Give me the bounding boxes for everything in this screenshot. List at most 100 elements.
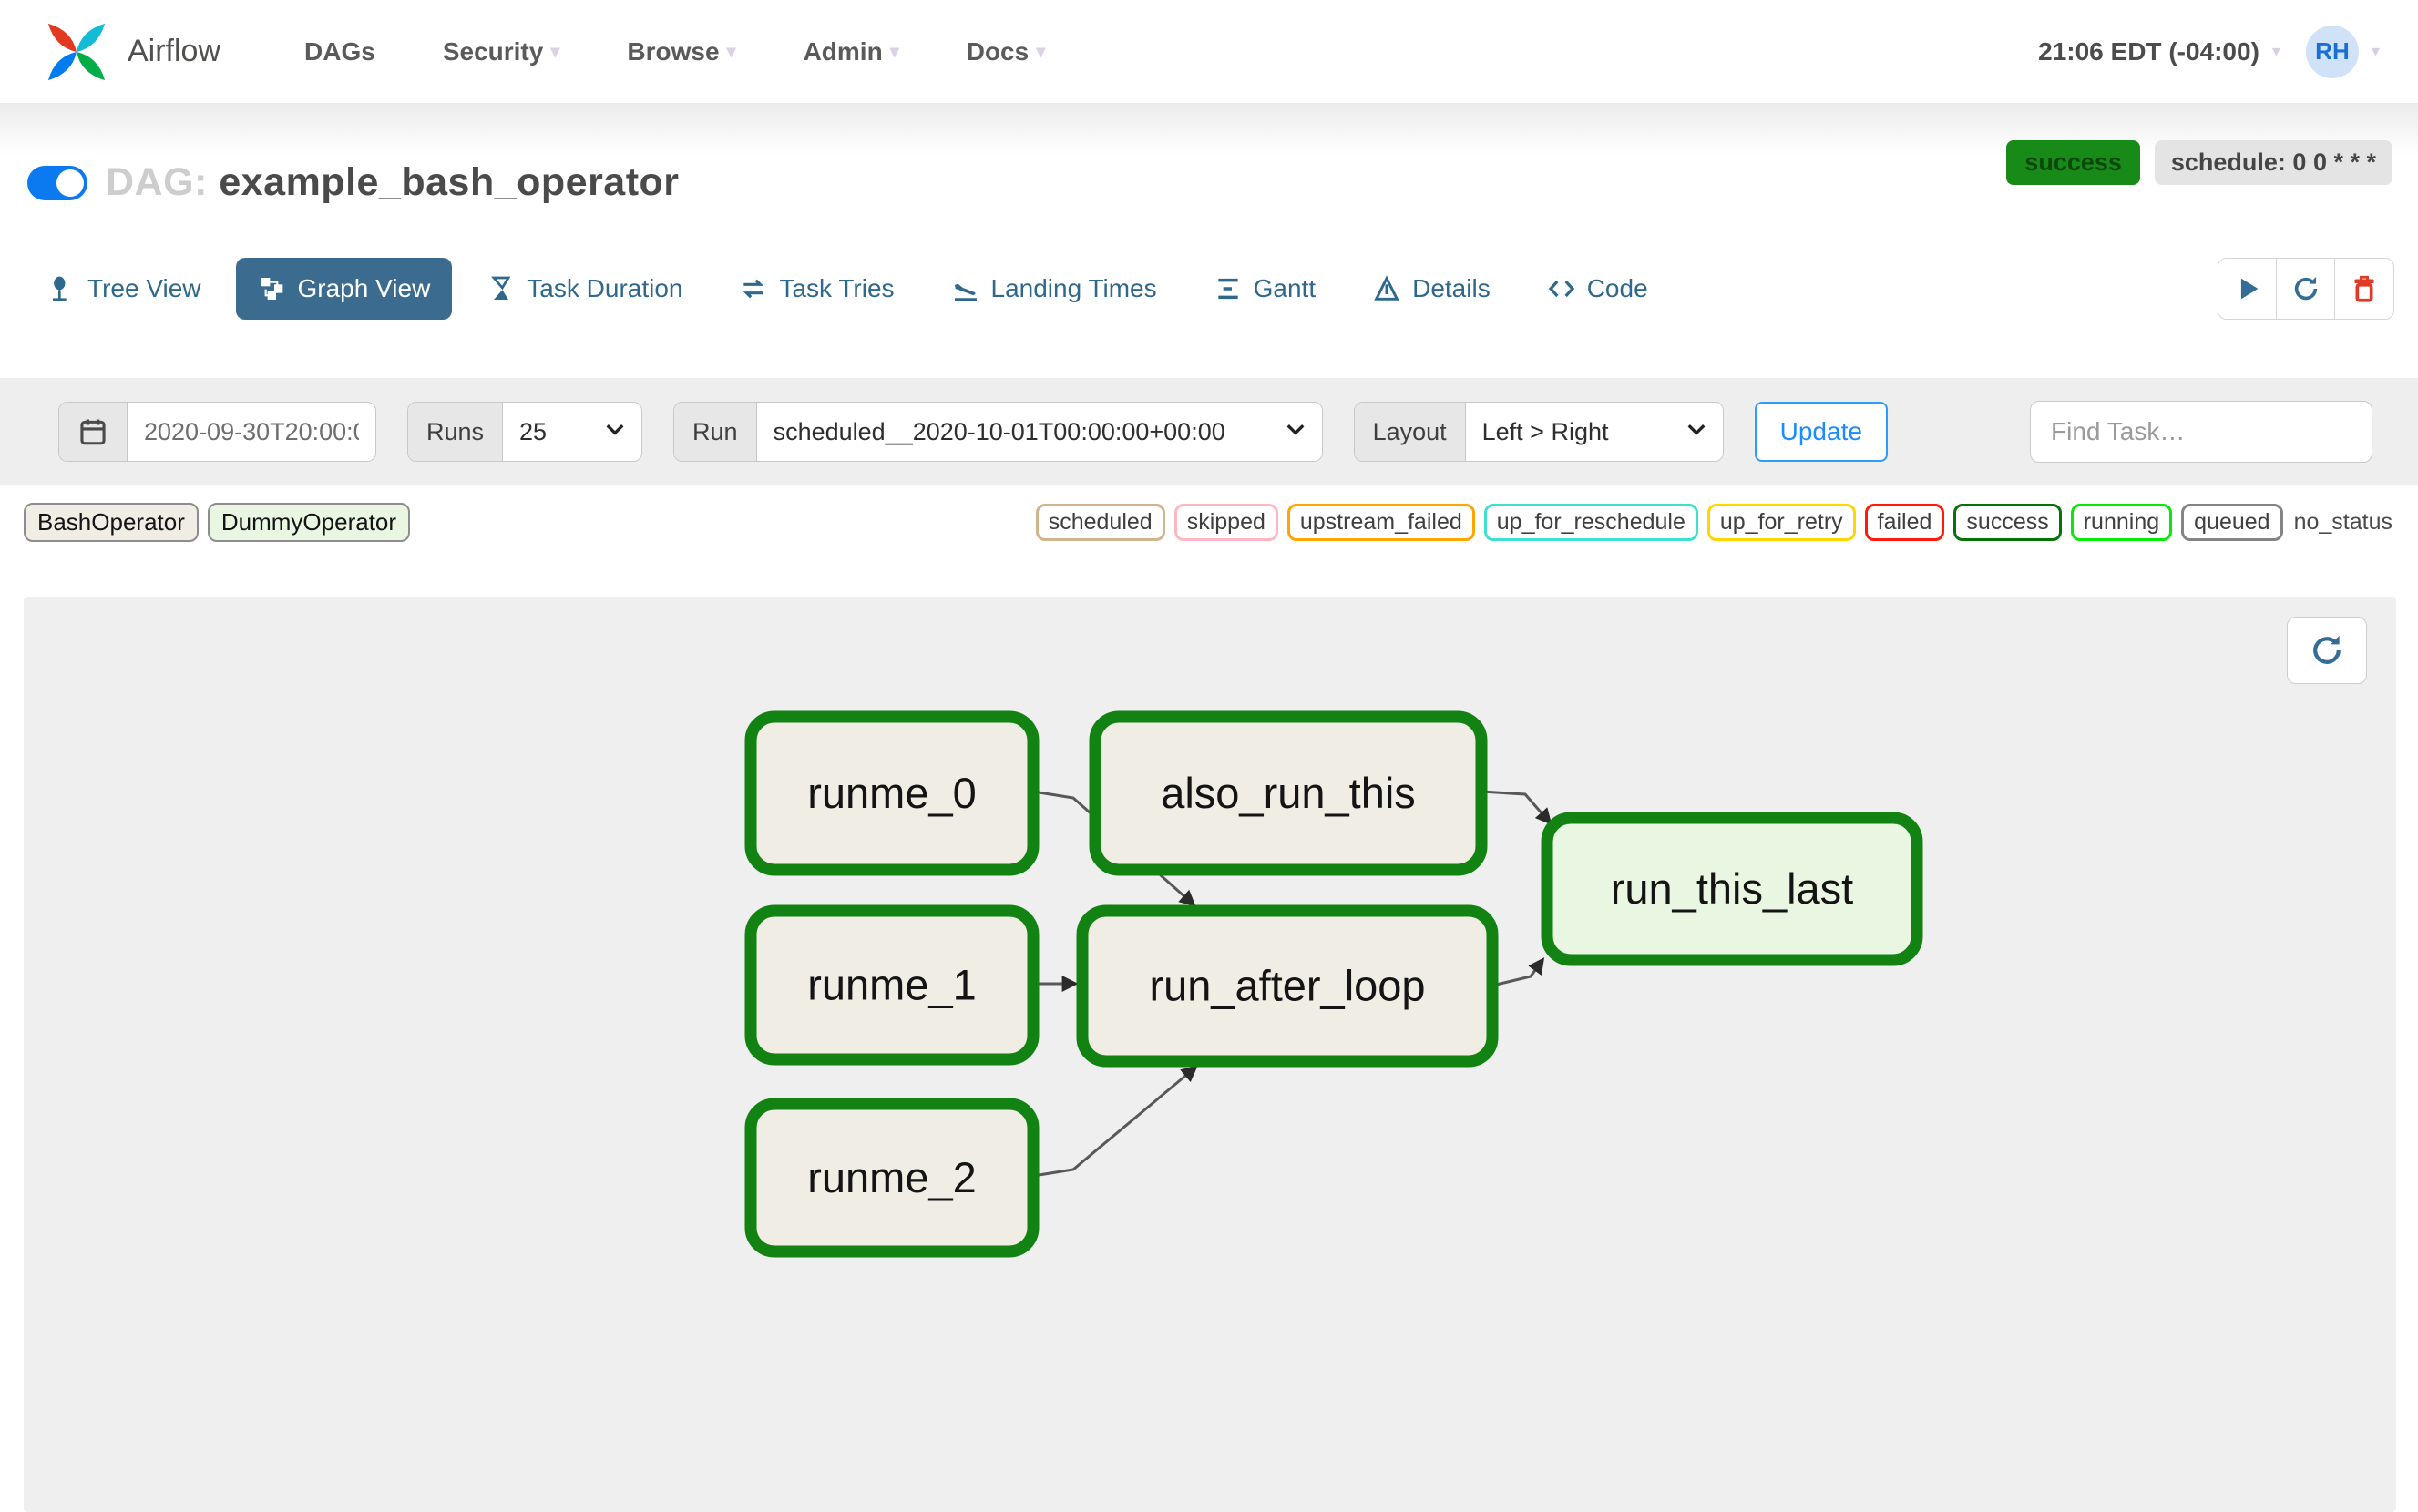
graph-node-run_this_last[interactable]: run_this_last xyxy=(1541,812,1923,966)
brand-name: Airflow xyxy=(128,34,221,68)
brand[interactable]: Airflow xyxy=(38,14,220,90)
run-select[interactable]: scheduled__2020-10-01T00:00:00+00:00 xyxy=(756,403,1322,461)
trigger-dag-button[interactable] xyxy=(2218,259,2277,319)
runs-label: Runs xyxy=(408,403,504,461)
status-legend-running: running xyxy=(2070,504,2173,541)
nav-item-label: DAGs xyxy=(304,36,375,66)
dag-run-status-badge[interactable]: success xyxy=(2006,140,2140,185)
tab-tree-view[interactable]: Tree View xyxy=(26,258,223,320)
graph-node-run_after_loop[interactable]: run_after_loop xyxy=(1076,904,1499,1068)
hourglass-icon xyxy=(487,274,516,303)
nav-item-docs[interactable]: Docs▾ xyxy=(967,37,1046,66)
graph-node-runme_2[interactable]: runme_2 xyxy=(744,1098,1040,1258)
nav-item-browse[interactable]: Browse▾ xyxy=(627,37,735,66)
view-tabs: Tree View Graph View Task Duration Task Tri… xyxy=(26,258,1670,320)
svg-text:runme_2: runme_2 xyxy=(807,1153,977,1201)
svg-text:runme_1: runme_1 xyxy=(807,961,977,1009)
tab-task-duration[interactable]: Task Duration xyxy=(465,258,704,320)
tab-graph-view[interactable]: Graph View xyxy=(235,258,453,320)
tab-label: Task Duration xyxy=(527,274,683,302)
nav-item-security[interactable]: Security ▾ xyxy=(443,37,560,66)
svg-text:run_after_loop: run_after_loop xyxy=(1149,962,1425,1010)
chevron-down-icon xyxy=(605,424,625,441)
page-title: DAG: example_bash_operator xyxy=(106,160,680,205)
layout-label: Layout xyxy=(1354,403,1466,461)
status-legend-no-status: no_status xyxy=(2293,509,2392,535)
calendar-icon xyxy=(80,419,106,445)
operator-legend-dummyoperator[interactable]: DummyOperator xyxy=(207,503,411,542)
tab-label: Gantt xyxy=(1253,274,1317,302)
graph-icon xyxy=(258,274,287,303)
main-nav: DAGs Security ▾ Browse▾ Admin▾ Docs▾ xyxy=(304,37,1045,66)
dag-badges: success schedule: 0 0 * * * xyxy=(2006,140,2392,185)
trash-icon xyxy=(2354,275,2374,302)
find-task-input[interactable] xyxy=(2030,401,2372,463)
user-avatar[interactable]: RH xyxy=(2305,25,2359,78)
nav-item-label: Security xyxy=(442,36,544,66)
dag-pause-toggle[interactable] xyxy=(27,165,87,200)
runs-select[interactable]: 25 xyxy=(503,403,642,461)
play-icon xyxy=(2240,278,2258,300)
delete-dag-button[interactable] xyxy=(2335,259,2393,319)
graph-canvas[interactable]: runme_0 also_run_this run_this_last runme_1… xyxy=(24,597,2396,1512)
chevron-down-icon xyxy=(1286,424,1306,441)
nav-item-dags[interactable]: DAGs xyxy=(304,37,375,66)
clock-caret-icon: ▾ xyxy=(2271,42,2280,60)
tree-icon xyxy=(47,274,77,303)
filter-bar: Runs 25 Run scheduled__2020-10-01T00:00:… xyxy=(0,378,2418,485)
toggle-knob xyxy=(56,169,84,197)
gantt-icon xyxy=(1214,274,1243,303)
run-select-value: scheduled__2020-10-01T00:00:00+00:00 xyxy=(773,417,1225,445)
base-date-input[interactable] xyxy=(128,403,375,461)
graph-refresh-button[interactable] xyxy=(2287,617,2367,684)
layout-group: Layout Left > Right xyxy=(1353,402,1724,462)
graph-node-also_run_this[interactable]: also_run_this xyxy=(1089,710,1488,876)
status-legend-success: success xyxy=(1953,504,2062,541)
nav-right: 21:06 EDT (-04:00) ▾ RH ▾ xyxy=(2038,25,2380,78)
layout-select-value: Left > Right xyxy=(1481,417,1609,445)
layout-select[interactable]: Left > Right xyxy=(1465,403,1723,461)
operator-legend-bashoperator[interactable]: BashOperator xyxy=(24,503,199,542)
nav-item-admin[interactable]: Admin▾ xyxy=(804,37,899,66)
dag-name: example_bash_operator xyxy=(219,160,680,204)
nav-item-label: Docs xyxy=(966,36,1030,66)
tab-label: Details xyxy=(1412,274,1491,302)
graph-node-runme_1[interactable]: runme_1 xyxy=(744,904,1040,1066)
status-legend-upstream-failed: upstream_failed xyxy=(1286,504,1475,541)
tab-task-tries[interactable]: Task Tries xyxy=(717,258,916,320)
schedule-badge[interactable]: schedule: 0 0 * * * xyxy=(2154,140,2392,185)
caret-down-icon: ▾ xyxy=(550,41,560,62)
tab-details[interactable]: Details xyxy=(1350,258,1512,320)
svg-text:run_this_last: run_this_last xyxy=(1611,864,1854,913)
landing-icon xyxy=(951,274,980,303)
graph-node-runme_0[interactable]: runme_0 xyxy=(744,710,1040,876)
clock[interactable]: 21:06 EDT (-04:00) xyxy=(2038,36,2259,66)
status-legend-skipped: skipped xyxy=(1173,504,1278,541)
run-group: Run scheduled__2020-10-01T00:00:00+00:00 xyxy=(673,402,1323,462)
update-button[interactable]: Update xyxy=(1754,402,1888,462)
status-legend-queued: queued xyxy=(2181,504,2283,541)
graph-edge-runme_2-to-run_after_loop xyxy=(1032,1065,1198,1178)
base-date-group xyxy=(58,402,376,462)
user-menu-caret-icon: ▾ xyxy=(2371,42,2380,60)
calendar-button[interactable] xyxy=(59,403,128,461)
status-legend-up-for-reschedule: up_for_reschedule xyxy=(1483,504,1698,541)
runs-group: Runs 25 xyxy=(407,402,643,462)
status-legend-up-for-retry: up_for_retry xyxy=(1706,504,1856,541)
tab-label: Tree View xyxy=(87,274,201,302)
tab-gantt[interactable]: Gantt xyxy=(1192,258,1337,320)
graph-edge-run_after_loop-to-run_this_last xyxy=(1491,957,1545,987)
tab-landing-times[interactable]: Landing Times xyxy=(929,258,1179,320)
run-label: Run xyxy=(674,403,757,461)
graph-edge-also_run_this-to-run_this_last xyxy=(1481,790,1552,825)
tab-code[interactable]: Code xyxy=(1525,258,1670,320)
tab-label: Landing Times xyxy=(990,274,1157,302)
airflow-logo-icon xyxy=(47,23,106,80)
refresh-icon xyxy=(2313,635,2341,664)
refresh-dag-button[interactable] xyxy=(2277,259,2335,319)
